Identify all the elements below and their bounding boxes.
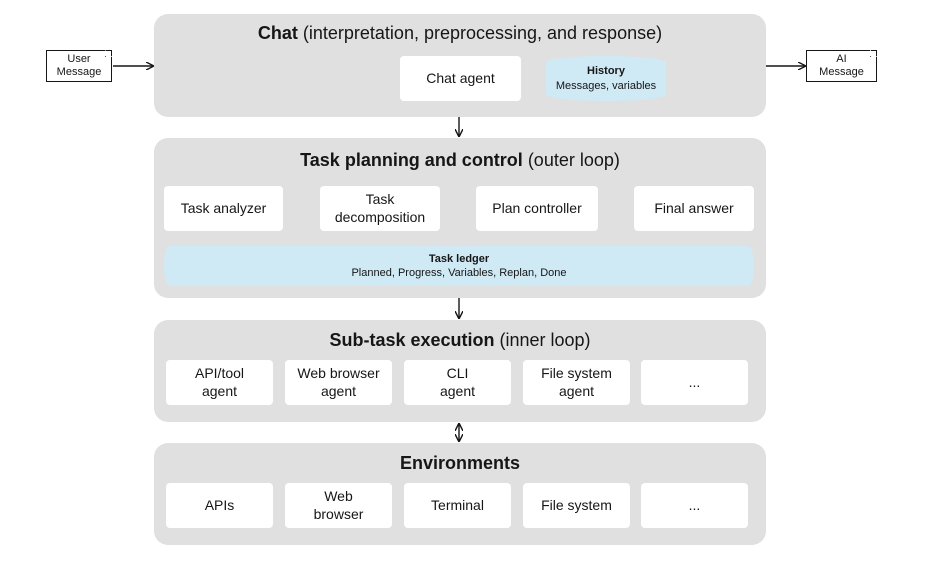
file-system-env-box: File system	[523, 483, 630, 528]
more-agents-box: ...	[641, 360, 748, 405]
chat-agent-box: Chat agent	[400, 56, 521, 101]
user-message-doc: User Message	[46, 50, 112, 82]
history-store: History Messages, variables	[546, 56, 666, 101]
final-answer-box: Final answer	[634, 186, 754, 231]
subtask-title: Sub-task execution (inner loop)	[154, 330, 766, 351]
cli-agent-box: CLI agent	[404, 360, 511, 405]
history-subtitle: Messages, variables	[555, 79, 657, 92]
task-ledger-title: Task ledger	[428, 252, 490, 265]
history-title: History	[587, 65, 625, 78]
environments-panel: Environments APIs Web browser Terminal F…	[154, 443, 766, 545]
chat-title-bold: Chat	[257, 23, 298, 43]
task-ledger-store: Task ledger Planned, Progress, Variables…	[164, 246, 754, 286]
planning-title: Task planning and control (outer loop)	[154, 150, 766, 171]
ai-message-doc: AI Message	[806, 50, 877, 82]
chat-panel: Chat (interpretation, preprocessing, and…	[154, 14, 766, 117]
task-analyzer-box: Task analyzer	[164, 186, 283, 231]
environments-title-bold: Environments	[399, 453, 521, 473]
api-tool-agent-box: API/tool agent	[166, 360, 273, 405]
subtask-title-bold: Sub-task execution	[329, 330, 495, 350]
planning-panel: Task planning and control (outer loop) T…	[154, 138, 766, 298]
task-decomposition-box: Task decomposition	[320, 186, 440, 231]
chat-title: Chat (interpretation, preprocessing, and…	[154, 23, 766, 44]
more-envs-box: ...	[641, 483, 748, 528]
terminal-env-box: Terminal	[404, 483, 511, 528]
subtask-title-rest: (inner loop)	[494, 330, 591, 350]
planning-title-rest: (outer loop)	[522, 150, 620, 170]
subtask-panel: Sub-task execution (inner loop) API/tool…	[154, 320, 766, 422]
web-browser-agent-box: Web browser agent	[285, 360, 392, 405]
apis-env-box: APIs	[166, 483, 273, 528]
file-system-agent-box: File system agent	[523, 360, 630, 405]
chat-title-rest: (interpretation, preprocessing, and resp…	[297, 23, 663, 43]
planning-title-bold: Task planning and control	[300, 150, 523, 170]
web-browser-env-box: Web browser	[285, 483, 392, 528]
task-ledger-subtitle: Planned, Progress, Variables, Replan, Do…	[351, 267, 567, 279]
plan-controller-box: Plan controller	[476, 186, 598, 231]
environments-title: Environments	[154, 453, 766, 474]
